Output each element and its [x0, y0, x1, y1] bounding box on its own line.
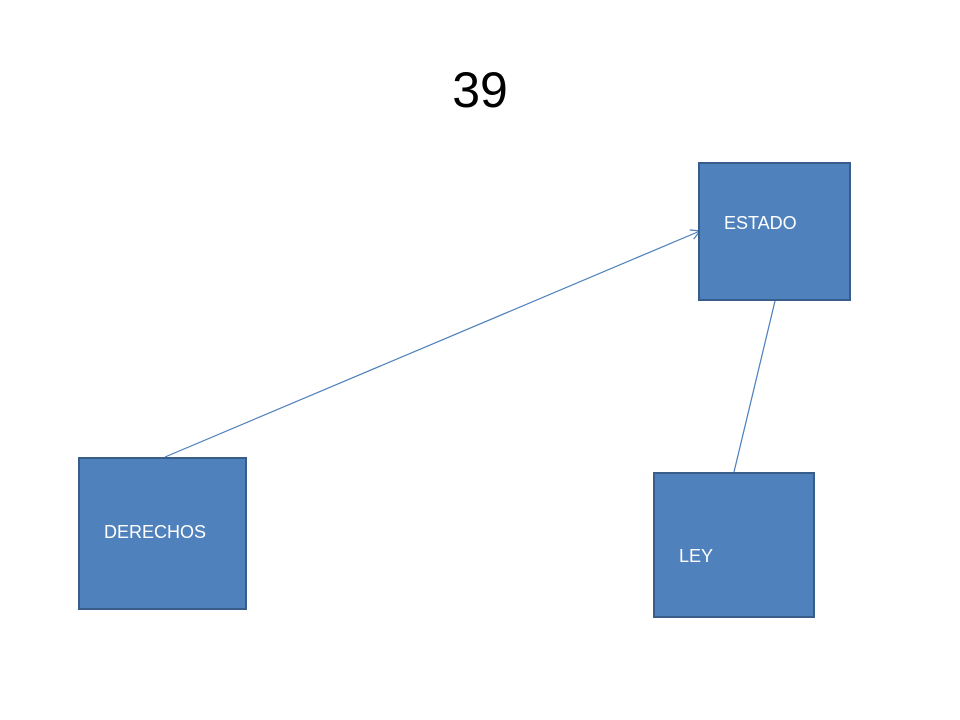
node-ley: LEY [653, 472, 815, 618]
connector-ley-to-estado [733, 300, 776, 473]
node-estado: ESTADO [698, 162, 851, 301]
connector-derechos-to-estado [164, 229, 702, 458]
node-estado-label: ESTADO [724, 213, 797, 233]
node-ley-label: LEY [679, 546, 714, 566]
node-derechos-label: DERECHOS [104, 522, 207, 542]
node-derechos: DERECHOS [78, 457, 247, 610]
slide-title: 39 [452, 62, 508, 118]
